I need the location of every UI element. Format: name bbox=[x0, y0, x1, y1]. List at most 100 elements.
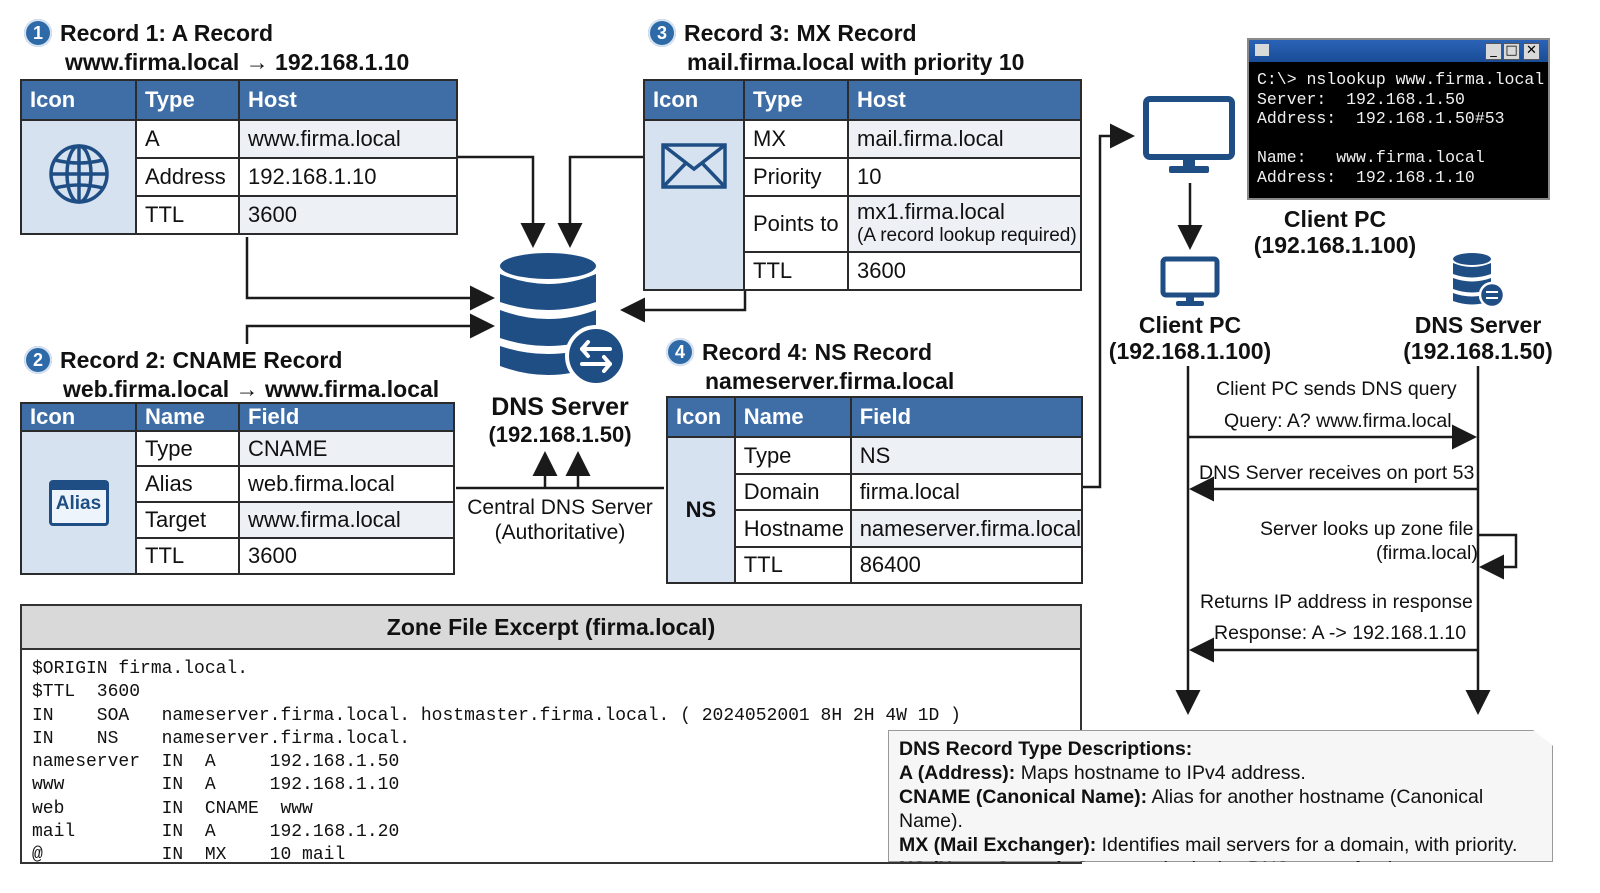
record-a-row3-value: 3600 bbox=[238, 195, 458, 235]
seq-server-ip: (192.168.1.50) bbox=[1403, 338, 1553, 364]
terminal-line: Address: 192.168.1.10 bbox=[1257, 167, 1475, 187]
description-item: MX (Mail Exchanger): Identifies mail ser… bbox=[899, 833, 1542, 857]
record-mx-icon-cell bbox=[643, 119, 745, 291]
alias-icon: Alias bbox=[48, 479, 109, 526]
dns-server-caption-line1: Central DNS Server bbox=[467, 496, 653, 519]
terminal-line: Address: 192.168.1.50#53 bbox=[1257, 109, 1505, 129]
record-cname-row1-label: Type bbox=[135, 430, 240, 467]
record-cname-header-name: Name bbox=[135, 402, 240, 432]
record-cname-header-field: Field bbox=[238, 402, 455, 432]
record-a-row1-value: www.firma.local bbox=[238, 119, 458, 159]
client-small-monitor-icon bbox=[1160, 256, 1220, 306]
description-text: Alias for another hostname (Canonical Na… bbox=[899, 786, 1484, 832]
record-ns-title-block: 4 Record 4: NS Record nameserver.firma.lo… bbox=[666, 337, 955, 394]
description-item: CNAME (Canonical Name): Alias for anothe… bbox=[899, 785, 1542, 833]
record-a-header-type: Type bbox=[135, 79, 240, 121]
minimize-icon[interactable]: _ bbox=[1485, 43, 1502, 60]
seq-step1-line1: Client PC sends DNS query bbox=[1216, 378, 1457, 400]
record-ns-title: Record 4: NS Record bbox=[702, 339, 933, 365]
zone-line: $TTL 3600 bbox=[32, 682, 141, 703]
zone-line: web IN CNAME www bbox=[32, 798, 313, 819]
zone-line: www IN A 192.168.1.10 bbox=[32, 775, 400, 796]
client-top-ip: (192.168.1.100) bbox=[1253, 232, 1417, 258]
record-a-header-icon: Icon bbox=[20, 79, 137, 121]
record-cname-row2-value: web.firma.local bbox=[238, 465, 455, 503]
description-term: MX (Mail Exchanger): bbox=[899, 834, 1097, 856]
dns-server-database-icon bbox=[500, 253, 627, 387]
record-mx-title: Record 3: MX Record bbox=[684, 20, 917, 46]
dns-server-caption-line2: (Authoritative) bbox=[494, 521, 626, 544]
zone-line: @ IN MX 10 mail bbox=[32, 845, 346, 866]
seq-server-database-icon bbox=[1453, 253, 1506, 309]
description-item: NS (Name Server): States authoritative D… bbox=[899, 857, 1542, 880]
maximize-icon[interactable]: □ bbox=[1503, 43, 1520, 60]
record-mx-number-badge: 3 bbox=[648, 18, 676, 47]
record-ns-row2-value: firma.local bbox=[849, 473, 1084, 511]
record-type-descriptions: DNS Record Type Descriptions: A (Address… bbox=[888, 730, 1553, 862]
record-mx-header-icon: Icon bbox=[643, 79, 745, 121]
record-a-icon-cell bbox=[20, 119, 137, 235]
record-a-title-block: 1 Record 1: A Record www.firma.local → 19… bbox=[24, 18, 410, 75]
record-ns-icon-label: NS bbox=[666, 436, 736, 584]
record-a-row2-label: Address bbox=[135, 157, 240, 197]
record-a-number-badge: 1 bbox=[24, 18, 52, 47]
record-ns-row4-label: TTL bbox=[733, 546, 852, 584]
record-cname-row2-label: Alias bbox=[135, 465, 240, 503]
dns-server-label-block: DNS Server (192.168.1.50) bbox=[470, 393, 650, 449]
record-mx-row2-label: Priority bbox=[743, 157, 849, 197]
seq-server-label: DNS Server bbox=[1414, 312, 1542, 338]
dns-server-label: DNS Server bbox=[491, 393, 629, 421]
record-cname-title: Record 2: CNAME Record bbox=[60, 347, 343, 373]
seq-client-label: Client PC bbox=[1138, 312, 1242, 338]
seq-client-ip: (192.168.1.100) bbox=[1108, 338, 1272, 364]
terminal-window: _ □ ✕ C:\> nslookup www.firma.local Serv… bbox=[1247, 38, 1550, 200]
description-term: NS (Name Server): bbox=[899, 858, 1071, 880]
record-cname-table: Icon Name Field Alias Type CNAME Alias w… bbox=[20, 402, 455, 575]
record-mx-row3-note: (A record lookup required) bbox=[857, 225, 1077, 246]
record-cname-row3-label: Target bbox=[135, 501, 240, 539]
terminal-line: Name: www.firma.local bbox=[1257, 148, 1485, 168]
close-icon[interactable]: ✕ bbox=[1523, 43, 1540, 60]
record-mx-row1-value: mail.firma.local bbox=[847, 119, 1082, 159]
record-cname-row4-value: 3600 bbox=[238, 537, 455, 575]
record-ns-header-field: Field bbox=[849, 396, 1084, 438]
description-term: A (Address): bbox=[899, 762, 1016, 784]
record-cname-row3-value: www.firma.local bbox=[238, 501, 455, 539]
record-cname-subtitle: web.firma.local → www.firma.local bbox=[63, 375, 440, 402]
envelope-icon bbox=[661, 143, 727, 189]
record-a-title: Record 1: A Record bbox=[60, 20, 274, 46]
record-cname-icon-cell: Alias bbox=[20, 430, 137, 575]
record-mx-row3-value: mx1.firma.local bbox=[857, 199, 1005, 224]
record-ns-row3-value: nameserver.firma.local bbox=[849, 509, 1084, 548]
record-mx-row3-label: Points to bbox=[743, 195, 849, 253]
record-mx-table: Icon Type Host MX mail.firma.local Prior… bbox=[643, 79, 1082, 291]
record-mx-title-block: 3 Record 3: MX Record mail.firma.local wi… bbox=[648, 18, 1025, 75]
record-cname-header-icon: Icon bbox=[20, 402, 137, 432]
description-text: Maps hostname to IPv4 address. bbox=[1015, 762, 1306, 784]
record-a-subtitle: www.firma.local → 192.168.1.10 bbox=[65, 48, 410, 75]
description-text: States authoritative DNS server for the … bbox=[1070, 858, 1463, 880]
record-mx-header-host: Host bbox=[847, 79, 1082, 121]
zone-line: nameserver IN A 192.168.1.50 bbox=[32, 752, 400, 773]
record-ns-table: Icon Name Field NS Type NS Domain firma.… bbox=[666, 396, 1084, 584]
record-mx-row1-label: MX bbox=[743, 119, 849, 159]
record-ns-row2-label: Domain bbox=[733, 473, 852, 511]
seq-step1-line2: Query: A? www.firma.local bbox=[1224, 410, 1452, 432]
seq-step3-line2: (firma.local) bbox=[1376, 542, 1478, 564]
record-ns-subtitle: nameserver.firma.local bbox=[705, 367, 955, 394]
globe-icon bbox=[48, 144, 109, 204]
zone-file-title: Zone File Excerpt (firma.local) bbox=[22, 606, 1080, 650]
client-monitor-icon bbox=[1143, 96, 1235, 173]
record-mx-subtitle: mail.firma.local with priority 10 bbox=[687, 48, 1025, 75]
zone-line: IN SOA nameserver.firma.local. hostmaste… bbox=[32, 705, 961, 726]
record-mx-row4-value: 3600 bbox=[847, 251, 1082, 291]
record-ns-number-badge: 4 bbox=[666, 337, 694, 366]
terminal-titlebar: _ □ ✕ bbox=[1249, 40, 1548, 62]
record-mx-row4-label: TTL bbox=[743, 251, 849, 291]
record-cname-row4-label: TTL bbox=[135, 537, 240, 575]
record-a-table: Icon Type Host A www.firma.local Address… bbox=[20, 79, 458, 235]
record-cname-row1-value: CNAME bbox=[238, 430, 455, 467]
zone-file-content: $ORIGIN firma.local. $TTL 3600 IN SOA na… bbox=[22, 650, 1080, 868]
record-ns-header-icon: Icon bbox=[666, 396, 736, 438]
